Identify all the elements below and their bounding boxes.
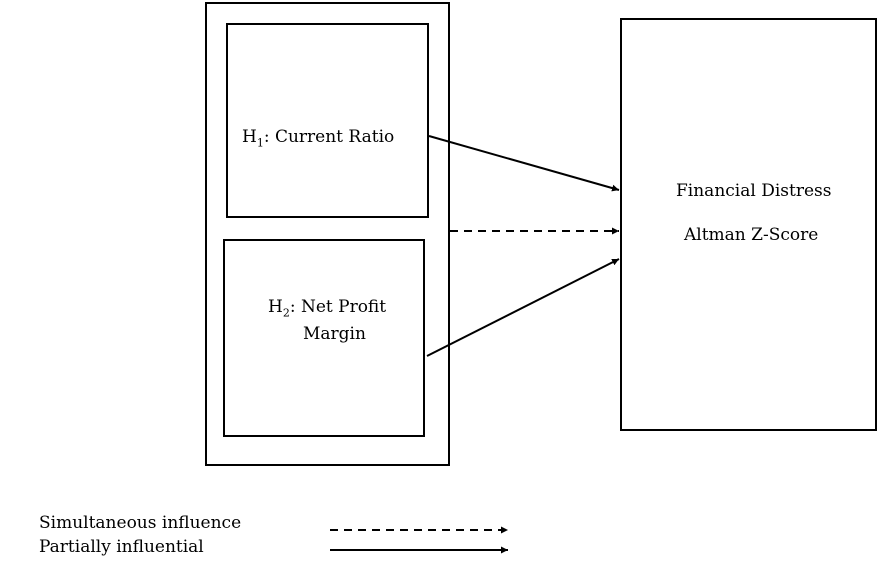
h2-letter: H <box>268 297 283 317</box>
h2-subscript: 2 <box>282 306 290 320</box>
financial-distress-label: Financial Distress <box>676 181 832 201</box>
h2-net-profit-margin-box <box>223 239 425 437</box>
independent-variables-group <box>205 2 450 466</box>
legend-partial-label: Partially influential <box>39 537 204 557</box>
h1-subscript: 1 <box>256 136 264 150</box>
legend-simultaneous-label: Simultaneous influence <box>39 513 242 533</box>
h2-label-line2: Margin <box>303 324 366 344</box>
h1-letter: H <box>242 127 257 147</box>
h2-text: : Net Profit <box>289 297 387 317</box>
h2-label: H2: Net Profit <box>268 297 387 320</box>
h1-partial-arrow <box>428 135 620 192</box>
financial-distress-box <box>620 18 877 431</box>
h1-text: : Current Ratio <box>263 127 395 147</box>
h1-label: H1: Current Ratio <box>242 127 395 150</box>
altman-z-score-label: Altman Z-Score <box>684 225 819 245</box>
h2-partial-arrow <box>426 258 620 357</box>
h1-current-ratio-box <box>226 23 429 218</box>
